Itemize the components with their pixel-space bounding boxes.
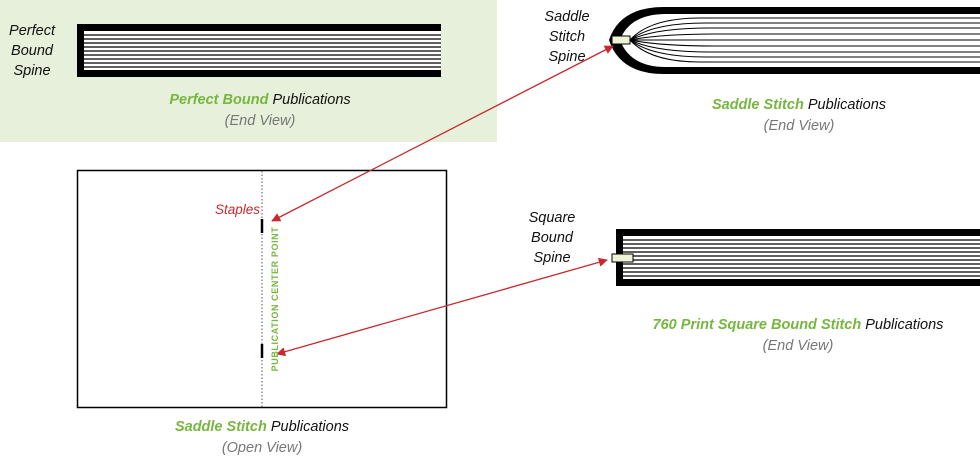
staples-label: Staples bbox=[214, 202, 260, 217]
publication-center-point-label: PUBLICATION CENTER POINT bbox=[270, 226, 280, 372]
connector-arrows bbox=[271, 45, 614, 357]
square-bound-staple bbox=[611, 253, 634, 263]
square-bound-spine-label: Square Bound Spine bbox=[528, 210, 576, 266]
arrow-staples-to-saddle-spine bbox=[271, 45, 614, 222]
saddle-stitch-open-sheet bbox=[76, 169, 448, 409]
perfect-bound-book bbox=[77, 24, 441, 77]
saddle-staple bbox=[611, 35, 631, 45]
saddle-stitch-book bbox=[609, 7, 980, 74]
square-bound-caption: 760 Print Square Bound Stitch Publicatio… bbox=[652, 317, 944, 354]
perfect-bound-caption: Perfect Bound Publications (End View) bbox=[169, 92, 351, 129]
saddle-stitch-spine-label: Saddle Stitch Spine bbox=[544, 9, 590, 65]
square-bound-book bbox=[611, 229, 980, 286]
saddle-stitch-open-caption: Saddle Stitch Publications (Open View) bbox=[174, 419, 350, 456]
perfect-bound-spine-label: Perfect Bound Spine bbox=[9, 23, 55, 79]
saddle-stitch-end-caption: Saddle Stitch Publications (End View) bbox=[711, 97, 887, 134]
arrow-staple-to-square-spine bbox=[276, 257, 608, 357]
